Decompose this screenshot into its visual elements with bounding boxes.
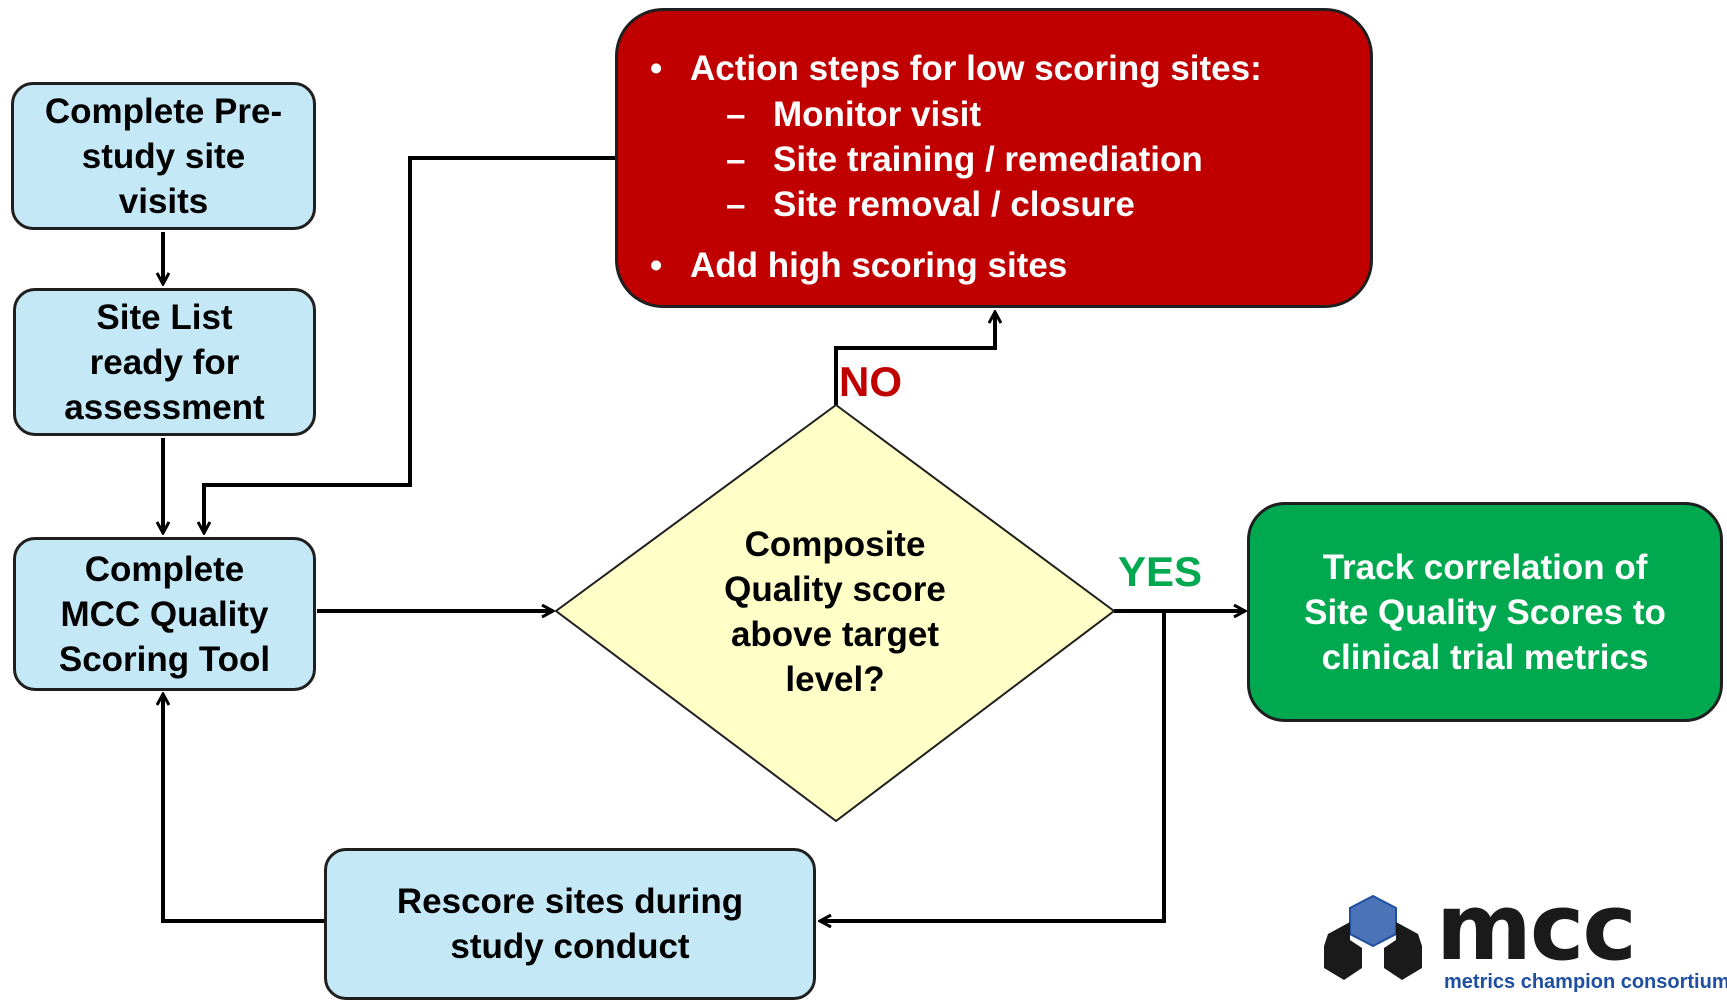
prestudy-line-3: visits xyxy=(118,181,209,221)
tool-line-1: Complete xyxy=(84,549,245,589)
decision-diamond xyxy=(554,403,1116,823)
prestudy-box: Complete Pre- study site visits xyxy=(11,82,316,230)
action-steps-box: • Action steps for low scoring sites: – … xyxy=(615,8,1373,308)
tool-line-3: Scoring Tool xyxy=(58,639,271,679)
action-bullet-1: Action steps for low scoring sites: xyxy=(690,49,1262,88)
action-subitem-3: Site removal / closure xyxy=(773,185,1135,224)
decision-line-1: Composite xyxy=(744,525,926,564)
arrow-yes-to-rescore xyxy=(820,611,1166,921)
dash-3: – xyxy=(726,185,746,224)
sitelist-line-1: Site List xyxy=(96,297,233,337)
no-label: NO xyxy=(839,358,902,405)
bullet-dot-1: • xyxy=(650,49,663,88)
rescore-line-1: Rescore sites during xyxy=(396,882,744,921)
logo-mark-icon xyxy=(1324,894,1422,980)
arrow-rescore-to-tool xyxy=(163,694,325,923)
track-correlation-box: Track correlation of Site Quality Scores… xyxy=(1247,502,1723,722)
tool-line-2: MCC Quality xyxy=(60,594,269,634)
decision-line-4: level? xyxy=(785,660,885,699)
decision-line-2: Quality score xyxy=(724,570,946,609)
dash-2: – xyxy=(726,140,746,179)
action-subitem-2: Site training / remediation xyxy=(773,140,1203,179)
arrow-action-to-tool xyxy=(204,156,615,533)
decision-text: Composite Quality score above target lev… xyxy=(700,522,970,702)
sitelist-line-2: ready for xyxy=(89,342,240,382)
bullet-dot-2: • xyxy=(650,246,663,285)
logo-tagline: metrics champion consortium xyxy=(1444,971,1727,993)
rescore-line-2: study conduct xyxy=(450,927,690,966)
sitelist-box: Site List ready for assessment xyxy=(13,288,316,436)
dash-1: – xyxy=(726,95,746,134)
track-line-3: clinical trial metrics xyxy=(1321,637,1649,677)
sitelist-line-3: assessment xyxy=(64,387,265,427)
mcc-tool-box: Complete MCC Quality Scoring Tool xyxy=(13,537,316,691)
logo-wordmark: mcc xyxy=(1436,874,1637,981)
track-line-2: Site Quality Scores to xyxy=(1304,592,1666,632)
action-subitem-1: Monitor visit xyxy=(773,95,982,134)
prestudy-line-1: Complete Pre- xyxy=(44,91,283,131)
decision-line-3: above target xyxy=(730,615,940,654)
track-line-1: Track correlation of xyxy=(1322,547,1648,587)
rescore-box: Rescore sites during study conduct xyxy=(324,848,816,1000)
prestudy-line-2: study site xyxy=(81,136,246,176)
mcc-logo: mcc metrics champion consortium xyxy=(1318,878,1727,993)
arrow-decision-to-action xyxy=(834,312,995,405)
action-bullet-2: Add high scoring sites xyxy=(690,246,1068,285)
yes-label: YES xyxy=(1118,548,1203,595)
